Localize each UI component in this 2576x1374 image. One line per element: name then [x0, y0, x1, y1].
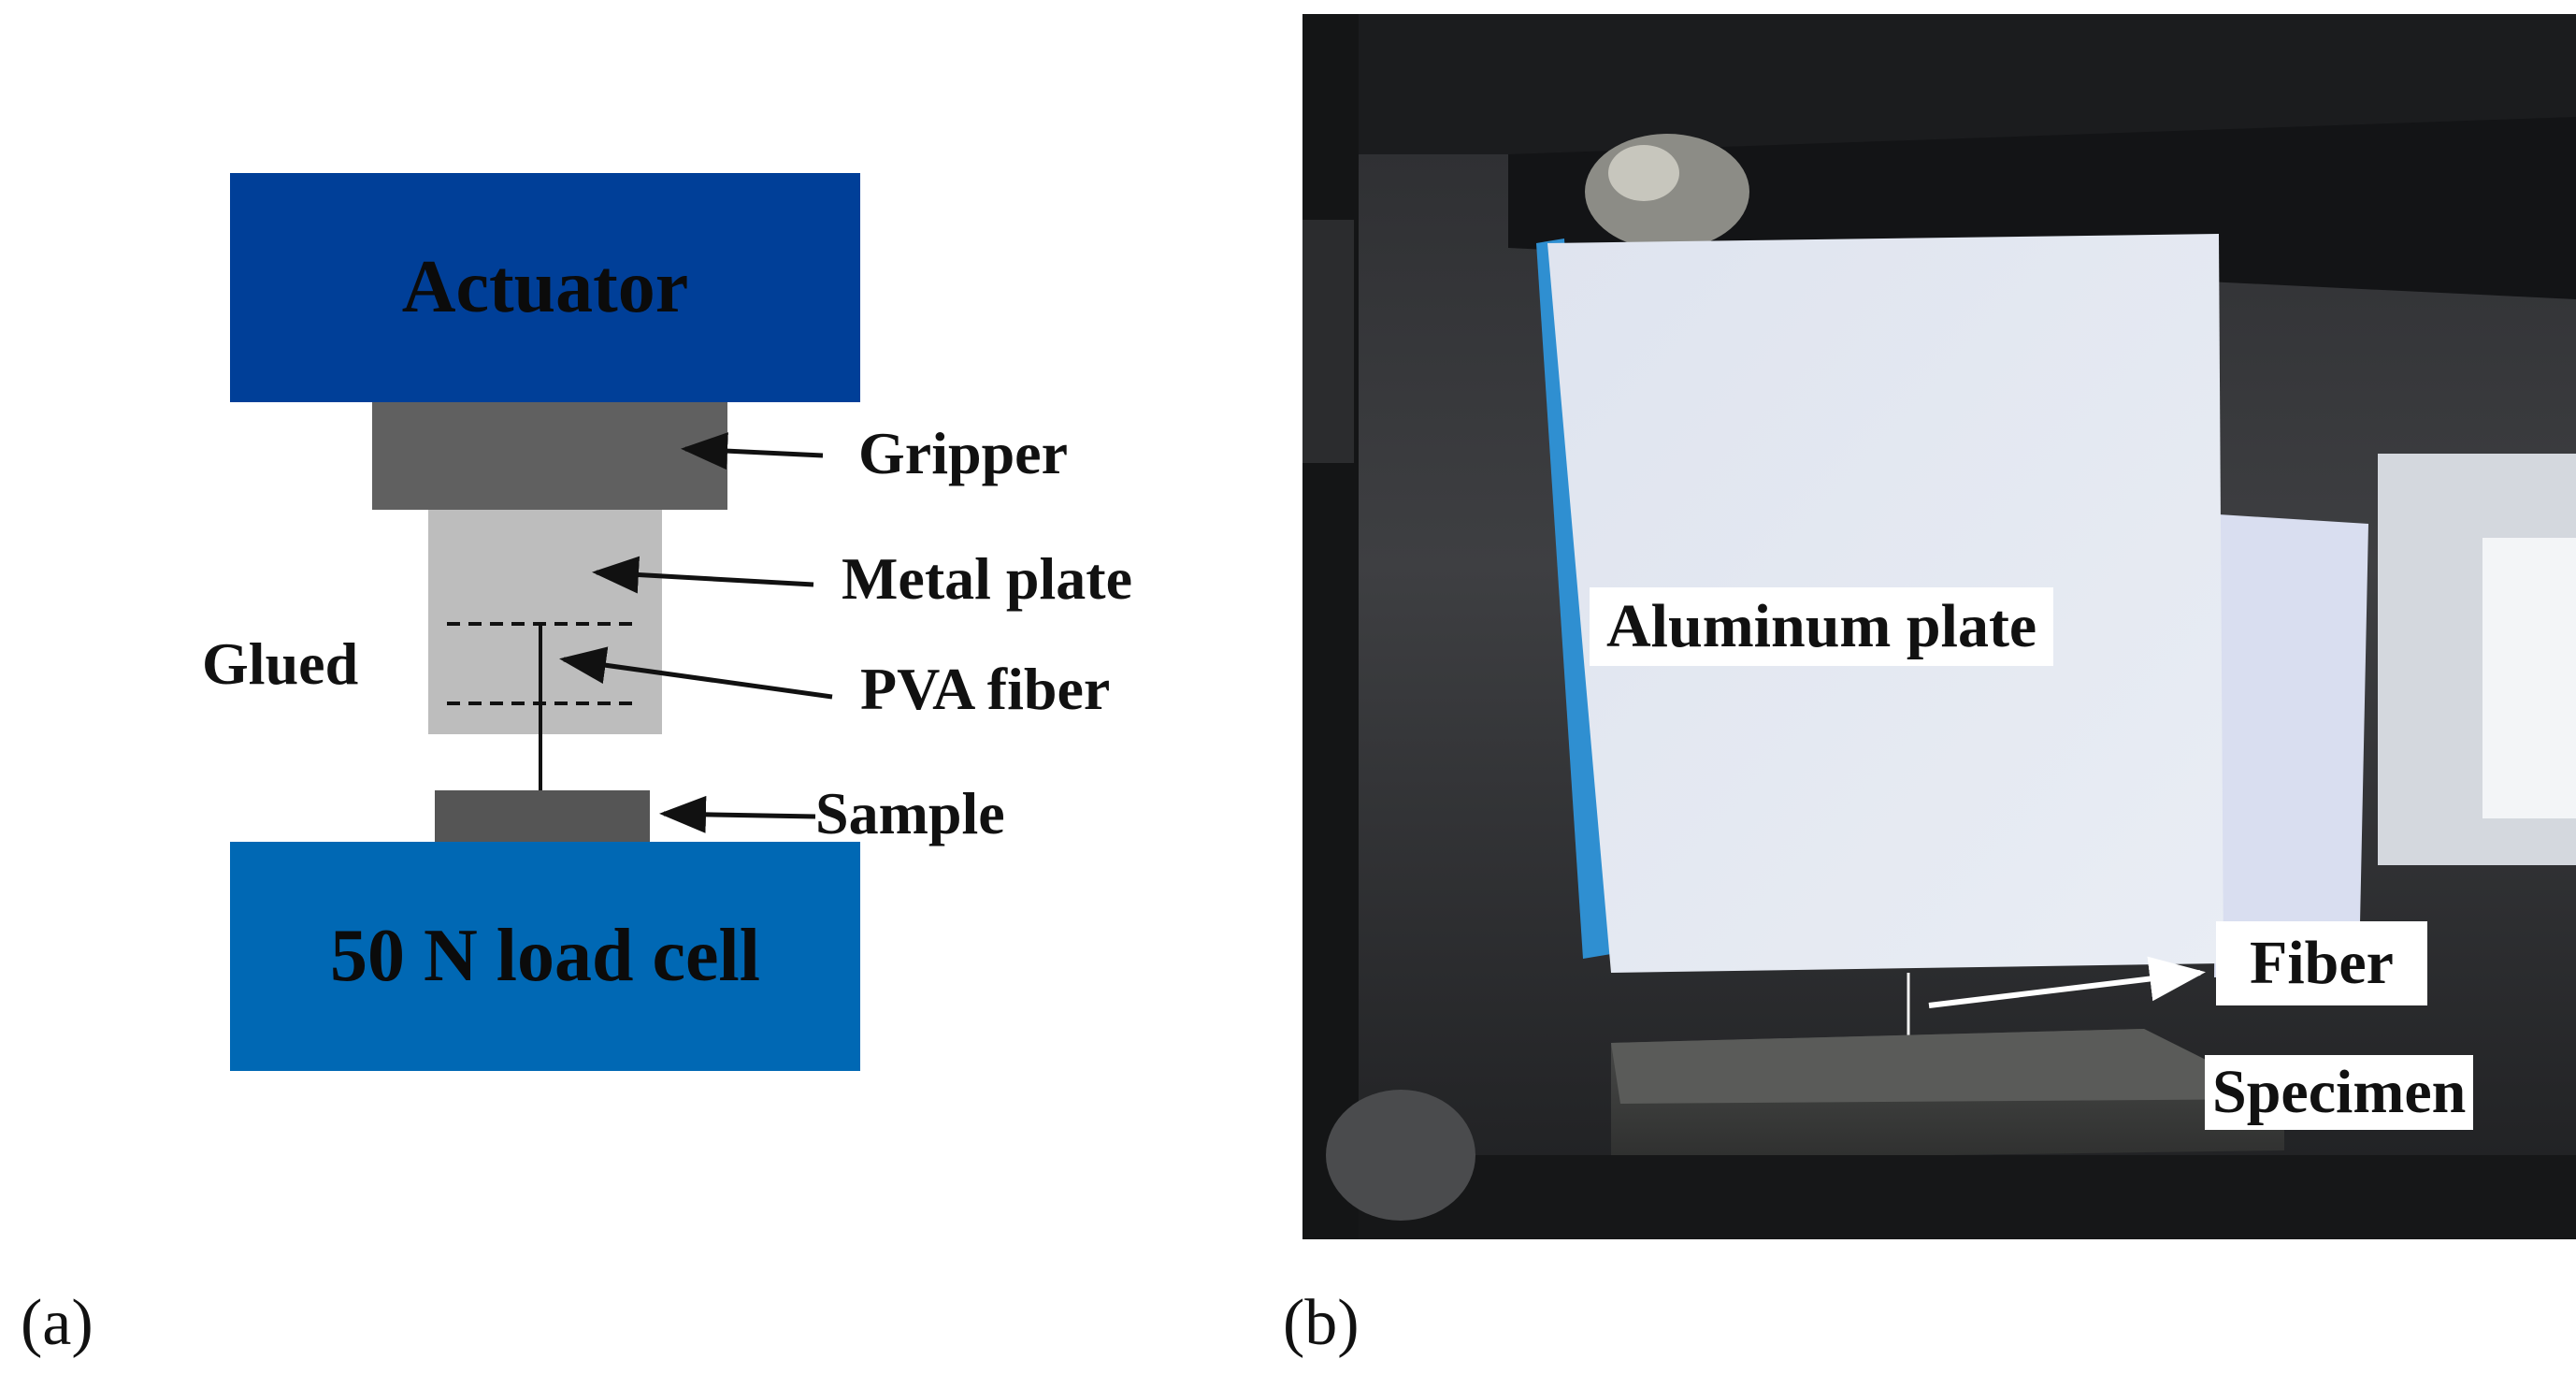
fiber-label: Fiber: [2216, 921, 2427, 1005]
glued-callout: Glued: [202, 630, 359, 697]
gripper-arrow: [681, 432, 824, 470]
actuator-label: Actuator: [401, 246, 689, 328]
actuator-block: Actuator: [230, 173, 860, 402]
pva-fiber-arrow: [559, 646, 833, 700]
sample-arrow: [659, 795, 816, 833]
left-frame-edge: [1302, 14, 1359, 1239]
sample-callout: Sample: [815, 780, 1005, 846]
panel-b-letter: (b): [1283, 1287, 1360, 1359]
load-cell-block: 50 N load cell: [230, 842, 860, 1071]
lower-bolt: [1326, 1090, 1475, 1221]
metal-plate-arrow: [592, 556, 814, 594]
specimen-top: [1611, 1029, 2284, 1104]
left-frame-highlight: [1302, 220, 1354, 463]
gripper-callout: Gripper: [858, 420, 1068, 486]
metal-plate-callout: Metal plate: [842, 545, 1132, 612]
load-cell-label: 50 N load cell: [330, 915, 760, 997]
pva-fiber-callout: PVA fiber: [860, 656, 1111, 722]
right-light-panel-2: [2482, 538, 2576, 818]
schematic-lines: [447, 432, 833, 833]
blue-tape: [1536, 239, 1611, 959]
sample-block: [435, 790, 650, 842]
fiber-arrow: [1928, 956, 2206, 1008]
lower-base: [1359, 1155, 2576, 1239]
specimen-label: Specimen: [2205, 1055, 2474, 1130]
aluminum-plate-label: Aluminum plate: [1590, 587, 2054, 666]
panel-a-letter: (a): [21, 1287, 94, 1359]
top-bolt-shine: [1608, 145, 1679, 201]
gripper-block: [372, 402, 727, 510]
back-paper: [2214, 514, 2368, 977]
